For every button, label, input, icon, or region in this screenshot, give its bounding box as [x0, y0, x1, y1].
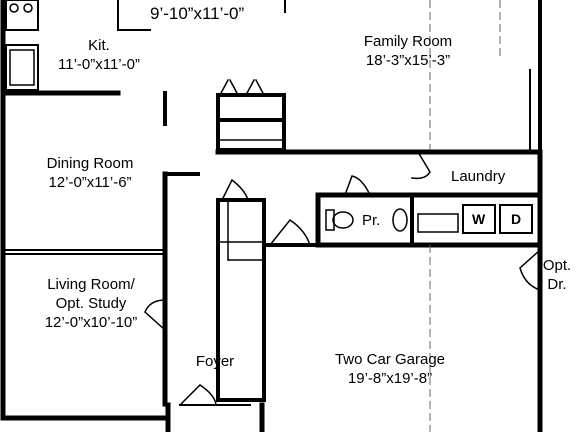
- opt-door-label: Opt. Dr.: [538, 256, 576, 294]
- garage-name: Two Car Garage: [334, 351, 446, 368]
- family-room-label: Family Room 18’-3”x15’-3”: [338, 32, 478, 70]
- living-room-name-2: Opt. Study: [55, 295, 127, 312]
- opt-door-line1: Opt.: [542, 257, 572, 274]
- kitchen-label: Kit. 11’-0”x11’-0”: [44, 36, 154, 74]
- opt-door-line2: Dr.: [547, 276, 567, 293]
- top-dim-text: 9’-10”x11’-0”: [150, 4, 245, 23]
- dining-room-name: Dining Room: [46, 155, 134, 172]
- living-room-dim: 12’-0”x10’-10”: [44, 314, 138, 331]
- laundry-label: Laundry: [451, 168, 506, 185]
- living-room-label: Living Room/ Opt. Study 12’-0”x10’-10”: [22, 275, 160, 332]
- foyer-name: Foyer: [195, 353, 235, 370]
- powder-label: Pr.: [362, 212, 381, 229]
- garage-label: Two Car Garage 19’-8”x19’-8”: [310, 350, 470, 388]
- family-room-name: Family Room: [363, 33, 453, 50]
- foyer-label: Foyer: [180, 352, 250, 371]
- washer-box: [462, 204, 496, 234]
- top-room-dimension: 9’-10”x11’-0”: [150, 4, 244, 23]
- kitchen-range: [5, 0, 39, 31]
- dining-room-dim: 12’-0”x11’-6”: [48, 174, 132, 191]
- family-room-dim: 18’-3”x15’-3”: [365, 52, 451, 69]
- garage-dim: 19’-8”x19’-8”: [347, 370, 433, 387]
- kitchen-dim: 11’-0”x11’-0”: [58, 56, 140, 73]
- living-room-name: Living Room/: [47, 276, 135, 293]
- kitchen-sink: [9, 49, 35, 86]
- kitchen-name: Kit.: [88, 37, 110, 54]
- dining-room-label: Dining Room 12’-0”x11’-6”: [30, 154, 150, 192]
- dryer-box: [499, 204, 533, 234]
- stairs: [216, 198, 266, 402]
- dryer-letter: D: [511, 211, 522, 227]
- pantry-block: [216, 93, 286, 152]
- washer-letter: W: [472, 211, 486, 227]
- kitchen-counter: [5, 44, 39, 91]
- beam-lines: [429, 0, 501, 432]
